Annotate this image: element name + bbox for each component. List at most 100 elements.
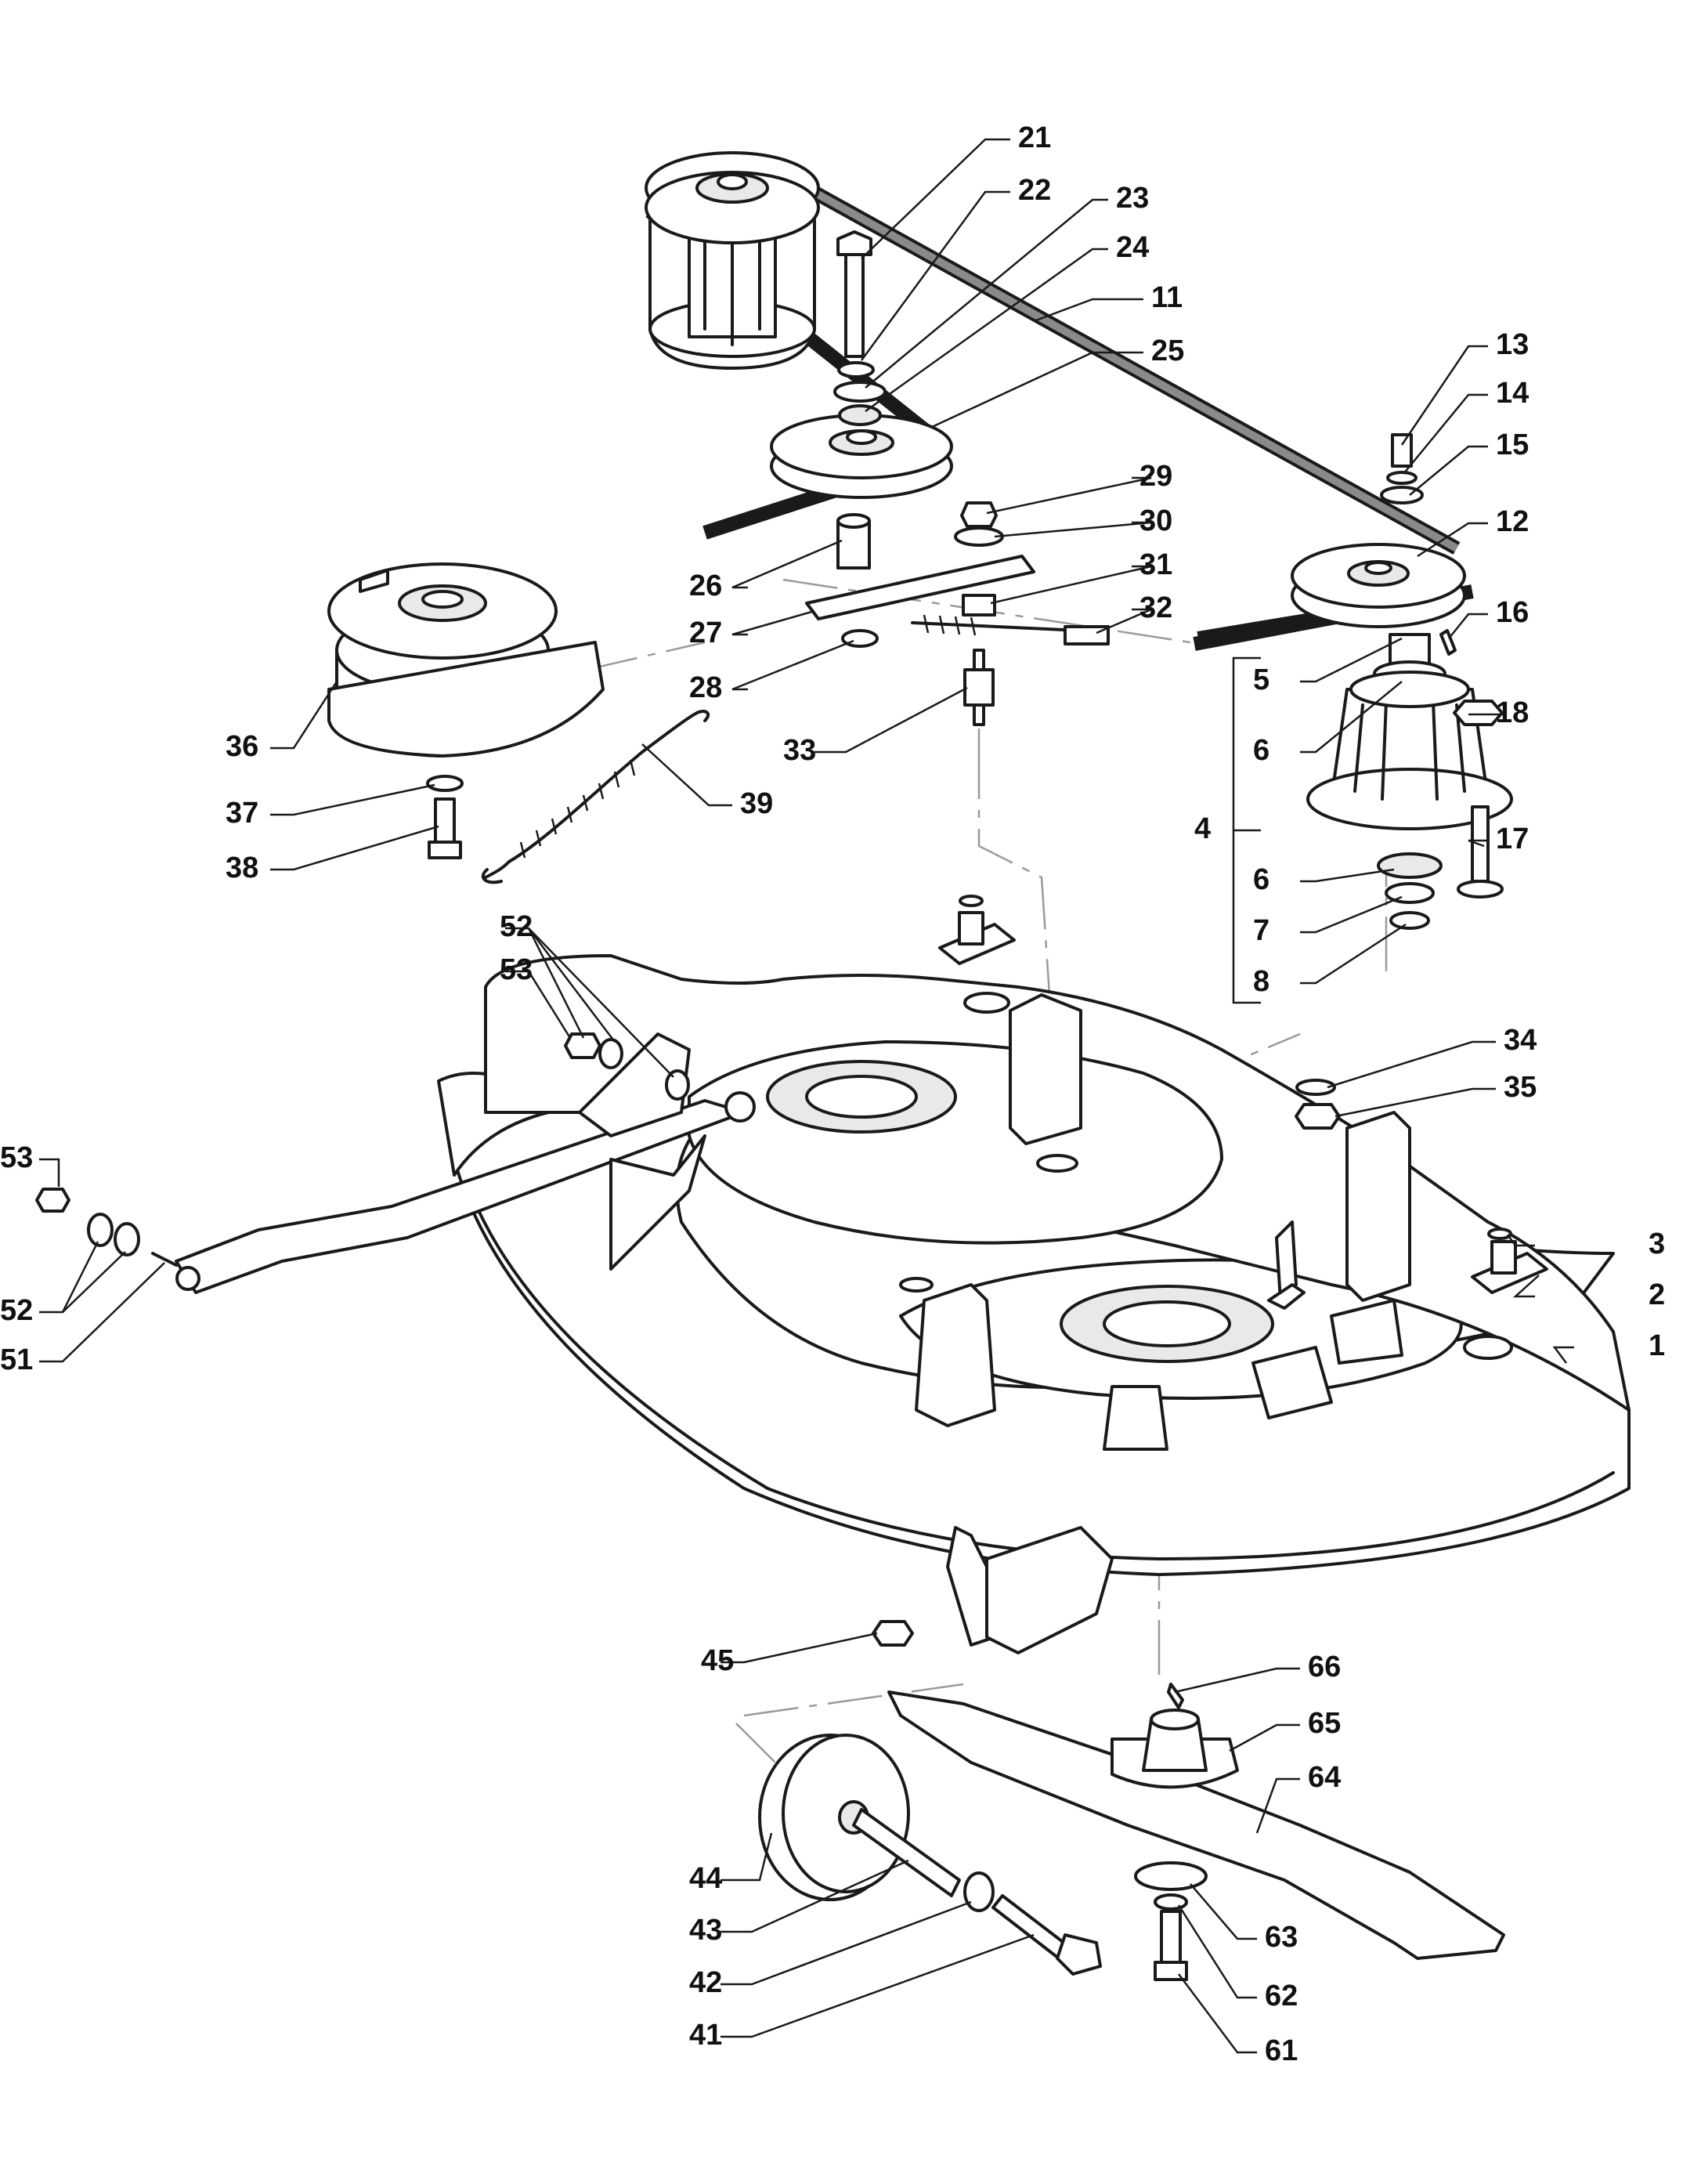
spring-39 [481, 710, 710, 884]
callout-14: 14 [1496, 377, 1529, 410]
stud-33 [963, 649, 995, 726]
lift-rod-51 [151, 1091, 756, 1294]
callout-7: 7 [1253, 914, 1269, 947]
fitting-2 [1471, 1240, 1548, 1294]
callout-24: 24 [1116, 231, 1149, 264]
spindle-housing-4 [1306, 633, 1513, 930]
callout-15: 15 [1496, 428, 1529, 461]
callout-53-upper: 53 [500, 953, 533, 986]
callout-4: 4 [1194, 812, 1211, 845]
nut-53-b [564, 1032, 601, 1059]
callout-12: 12 [1496, 505, 1529, 538]
callout-26: 26 [689, 570, 722, 602]
washer-52-a1 [87, 1213, 114, 1247]
bolt-38 [428, 797, 462, 859]
callout-1: 1 [1649, 1329, 1665, 1362]
callout-38: 38 [226, 852, 258, 884]
callout-13: 13 [1496, 328, 1529, 361]
callout-65: 65 [1308, 1707, 1341, 1740]
bolt-41 [991, 1894, 1102, 1976]
washer-52-b1 [598, 1038, 623, 1069]
callout-53-left: 53 [0, 1141, 33, 1174]
callout-32: 32 [1139, 591, 1172, 624]
callout-62: 62 [1265, 1980, 1298, 2012]
fitting-upper [938, 895, 1016, 965]
spacer-26 [836, 513, 871, 570]
callout-labels: 21 22 23 24 11 25 13 14 15 12 16 18 17 5… [0, 121, 1665, 2067]
washer-37 [426, 775, 464, 792]
callout-36: 36 [226, 730, 258, 763]
callout-44: 44 [689, 1862, 722, 1895]
washer-15 [1380, 486, 1424, 504]
bushing-31 [962, 594, 996, 617]
callout-6-lower: 6 [1253, 863, 1269, 896]
washer-42 [963, 1871, 995, 1912]
callout-21: 21 [1018, 121, 1051, 154]
electric-clutch-36 [327, 562, 605, 758]
washer-63 [1134, 1861, 1208, 1891]
callout-2: 2 [1649, 1278, 1665, 1311]
washer-23 [833, 381, 887, 403]
callout-22: 22 [1018, 174, 1051, 207]
callout-63: 63 [1265, 1921, 1298, 1954]
nut-35 [1295, 1103, 1341, 1130]
pulley-12 [1291, 543, 1466, 628]
bolt-61 [1154, 1910, 1188, 1981]
ring-3 [1487, 1228, 1512, 1240]
callout-66: 66 [1308, 1651, 1341, 1683]
callout-8: 8 [1253, 965, 1269, 998]
callout-52-upper: 52 [500, 910, 533, 943]
callout-6-upper: 6 [1253, 734, 1269, 767]
callout-16: 16 [1496, 596, 1529, 629]
bolt-21 [836, 230, 872, 358]
nut-29 [960, 501, 998, 528]
callout-25: 25 [1151, 334, 1184, 367]
nut-18 [1453, 700, 1504, 726]
bracket-left [578, 1032, 706, 1271]
callout-5: 5 [1253, 664, 1269, 696]
callout-41: 41 [689, 2019, 722, 2052]
mower-deck-1 [437, 954, 1631, 1654]
nut-45 [872, 1620, 914, 1647]
washer-62 [1154, 1893, 1188, 1911]
top-spindle-pulley [645, 151, 820, 370]
callout-30: 30 [1139, 504, 1172, 537]
callout-29: 29 [1139, 460, 1172, 493]
callout-23: 23 [1116, 182, 1149, 215]
idler-pulley-25 [770, 414, 953, 499]
key-16 [1439, 629, 1457, 656]
callout-17: 17 [1496, 823, 1529, 855]
tensioner-arm-27 [805, 555, 1035, 620]
washer-14 [1386, 471, 1418, 485]
callout-51: 51 [0, 1343, 33, 1376]
callout-42: 42 [689, 1966, 722, 1999]
callout-28: 28 [689, 671, 722, 704]
callout-37: 37 [226, 797, 258, 830]
spring-32 [911, 614, 1110, 645]
callout-34: 34 [1504, 1024, 1537, 1057]
callout-31: 31 [1139, 548, 1172, 581]
leader-lines [39, 138, 1574, 2054]
callout-45: 45 [701, 1644, 734, 1677]
key-66 [1167, 1683, 1184, 1709]
callout-11: 11 [1151, 281, 1183, 314]
callout-18: 18 [1496, 696, 1529, 729]
callout-43: 43 [689, 1914, 722, 1947]
washer-22 [837, 361, 875, 378]
callout-52-left: 52 [0, 1294, 33, 1327]
callout-27: 27 [689, 617, 722, 649]
axle-43 [852, 1808, 961, 1897]
blade-hub-65 [1111, 1709, 1239, 1789]
washer-52-a2 [114, 1222, 140, 1257]
washer-34 [1295, 1079, 1336, 1096]
callout-35: 35 [1504, 1071, 1537, 1104]
callout-33: 33 [783, 734, 816, 767]
washer-52-b2 [665, 1069, 690, 1101]
nut-53-a [35, 1188, 70, 1213]
callout-61: 61 [1265, 2034, 1298, 2067]
bolt-13 [1391, 433, 1413, 468]
wheel-44 [758, 1734, 910, 1901]
callout-3: 3 [1649, 1228, 1665, 1260]
spacer-24 [838, 404, 882, 426]
callout-39: 39 [740, 787, 773, 820]
